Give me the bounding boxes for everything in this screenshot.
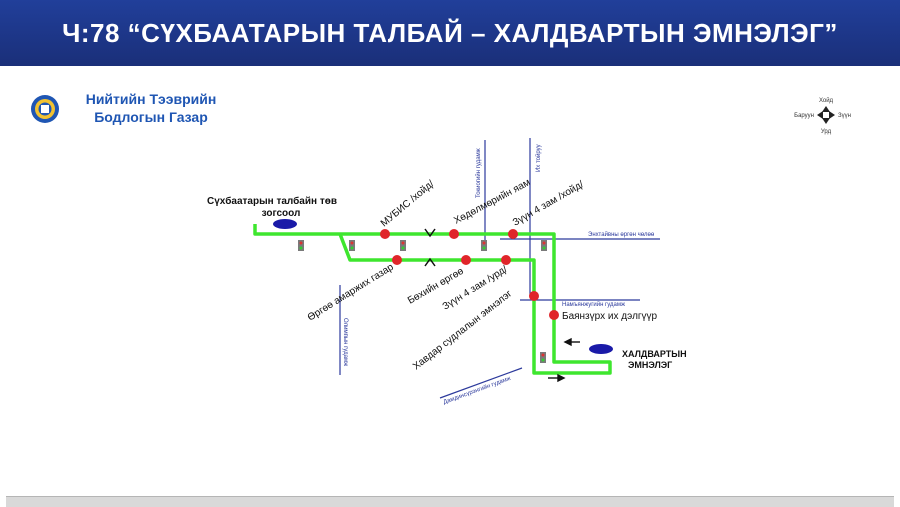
stop-urguu-amarjih[interactable] [392,255,402,265]
stops [380,229,559,320]
compass-south-arrow-icon [822,118,830,124]
street-olimp-label: Олимпын гудамж [342,318,348,366]
stop-hudulmuriin-yam[interactable] [449,229,459,239]
compass-west-arrow-icon [817,111,823,119]
traffic-light-icon [541,240,547,251]
compass-north-label: Хойд [819,97,834,104]
stop-khavdar[interactable] [529,291,539,301]
compass-north-arrow-icon [822,106,830,112]
terminal-end-label-line1: ХАЛДВАРТЫН [622,349,687,359]
street-namyanjugiin-label: Намъянжугийн гудамж [562,301,625,308]
compass-east-label: Зүүн [838,113,851,119]
organization-name-line2: Бодлогын Газар [94,109,208,125]
stop-bayanzurkh[interactable] [549,310,559,320]
stop-mubis[interactable] [380,229,390,239]
stop-bokhiin-urguu[interactable] [461,255,471,265]
traffic-lights [298,240,547,363]
crossing-marks [424,228,436,267]
compass-south-label: Урд [821,129,832,135]
terminal-start-label-line1: Сүхбаатарын талбайн төв [207,195,337,207]
stop-bayanzurkh-label: Баянзүрх их дэлгүүр [562,311,658,322]
page-title: Ч:78 “СҮХБААТАРЫН ТАЛБАЙ – ХАЛДВАРТЫН ЭМ… [62,17,838,48]
route [253,224,612,375]
compass-west-label: Баруун [794,113,814,119]
compass-east-arrow-icon [829,111,835,119]
traffic-light-icon [540,352,546,363]
street-tokyo-label: Токиогийн гудамж [475,148,482,198]
direction-arrows [548,337,580,383]
terminal-start-marker[interactable] [273,219,297,229]
streets [339,138,660,399]
traffic-light-icon [298,240,304,251]
stop-zuun4-north[interactable] [508,229,518,239]
title-bar: Ч:78 “СҮХБААТАРЫН ТАЛБАЙ – ХАЛДВАРТЫН ЭМ… [0,0,900,66]
stop-zuun4-south[interactable] [501,255,511,265]
terminal-start-label-line2: зогсоол [262,208,301,219]
stop-mubis-label: МУБИС /хойд/ [379,178,437,229]
traffic-light-icon [400,240,406,251]
organization-name: Нийтийн Тээврийн Бодлогын Газар [66,90,236,126]
arrow-left-icon [563,337,572,347]
footer-bar [6,496,894,507]
terminal-end-label-line2: ЭМНЭЛЭГ [628,360,672,370]
route-outbound [253,224,612,375]
street-damdinsuren [439,367,523,399]
street-ikh-toiruu-label: Их тойруу [535,144,542,172]
traffic-light-icon [349,240,355,251]
organization-name-line1: Нийтийн Тээврийн [85,91,217,107]
organization-logo-icon [31,95,59,123]
terminal-end-marker[interactable] [589,344,613,354]
arrow-right-icon [557,373,566,383]
compass: Хойд Урд Зүүн Баруун [794,97,851,135]
street-damdinsuren-label: Дамдинсүрэнгийн гудамж [442,375,511,406]
stop-urguu-amarjih-label: Өргөө амаржих газар [306,261,396,323]
street-enkhtaivan-label: Энхтайвны өргөн чөлөө [588,231,655,238]
traffic-light-icon [481,240,487,251]
